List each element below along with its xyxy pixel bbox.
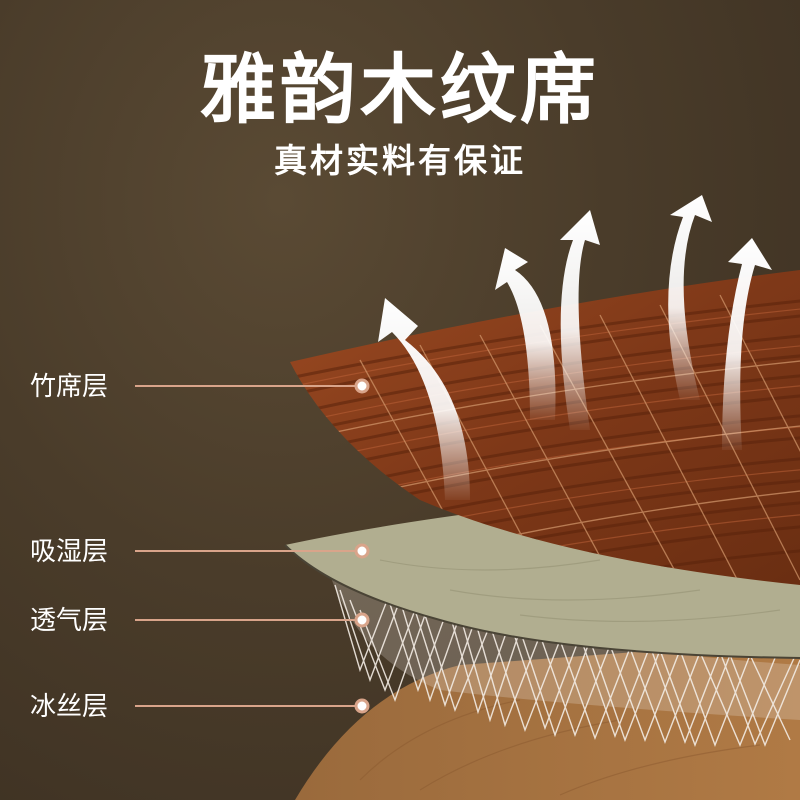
airflow-arrow-5 [722,238,772,450]
layer-label-silk: 冰丝层 [30,692,109,722]
pointer-dot-bamboo [354,378,370,394]
pointer-dot-silk [354,698,370,714]
airflow-arrow-1 [378,298,470,500]
page-title: 雅韵木纹席 [200,45,600,134]
page-subtitle: 真材实料有保证 [274,141,526,180]
airflow-arrows [378,195,772,500]
pointer-dot-mesh [354,612,370,628]
airflow-arrow-3 [560,210,600,430]
layer-label-absorb: 吸湿层 [30,537,109,567]
base-grain [359,699,761,796]
airflow-arrow-4 [668,195,712,400]
pointer-dots [354,378,370,714]
pointer-lines [135,385,358,707]
pointer-dot-absorb [354,543,370,559]
mesh-layer-band [330,575,800,720]
layer-label-mesh: 透气层 [30,606,109,636]
airflow-arrow-2 [495,248,556,420]
layer-label-bamboo: 竹席层 [30,372,109,402]
